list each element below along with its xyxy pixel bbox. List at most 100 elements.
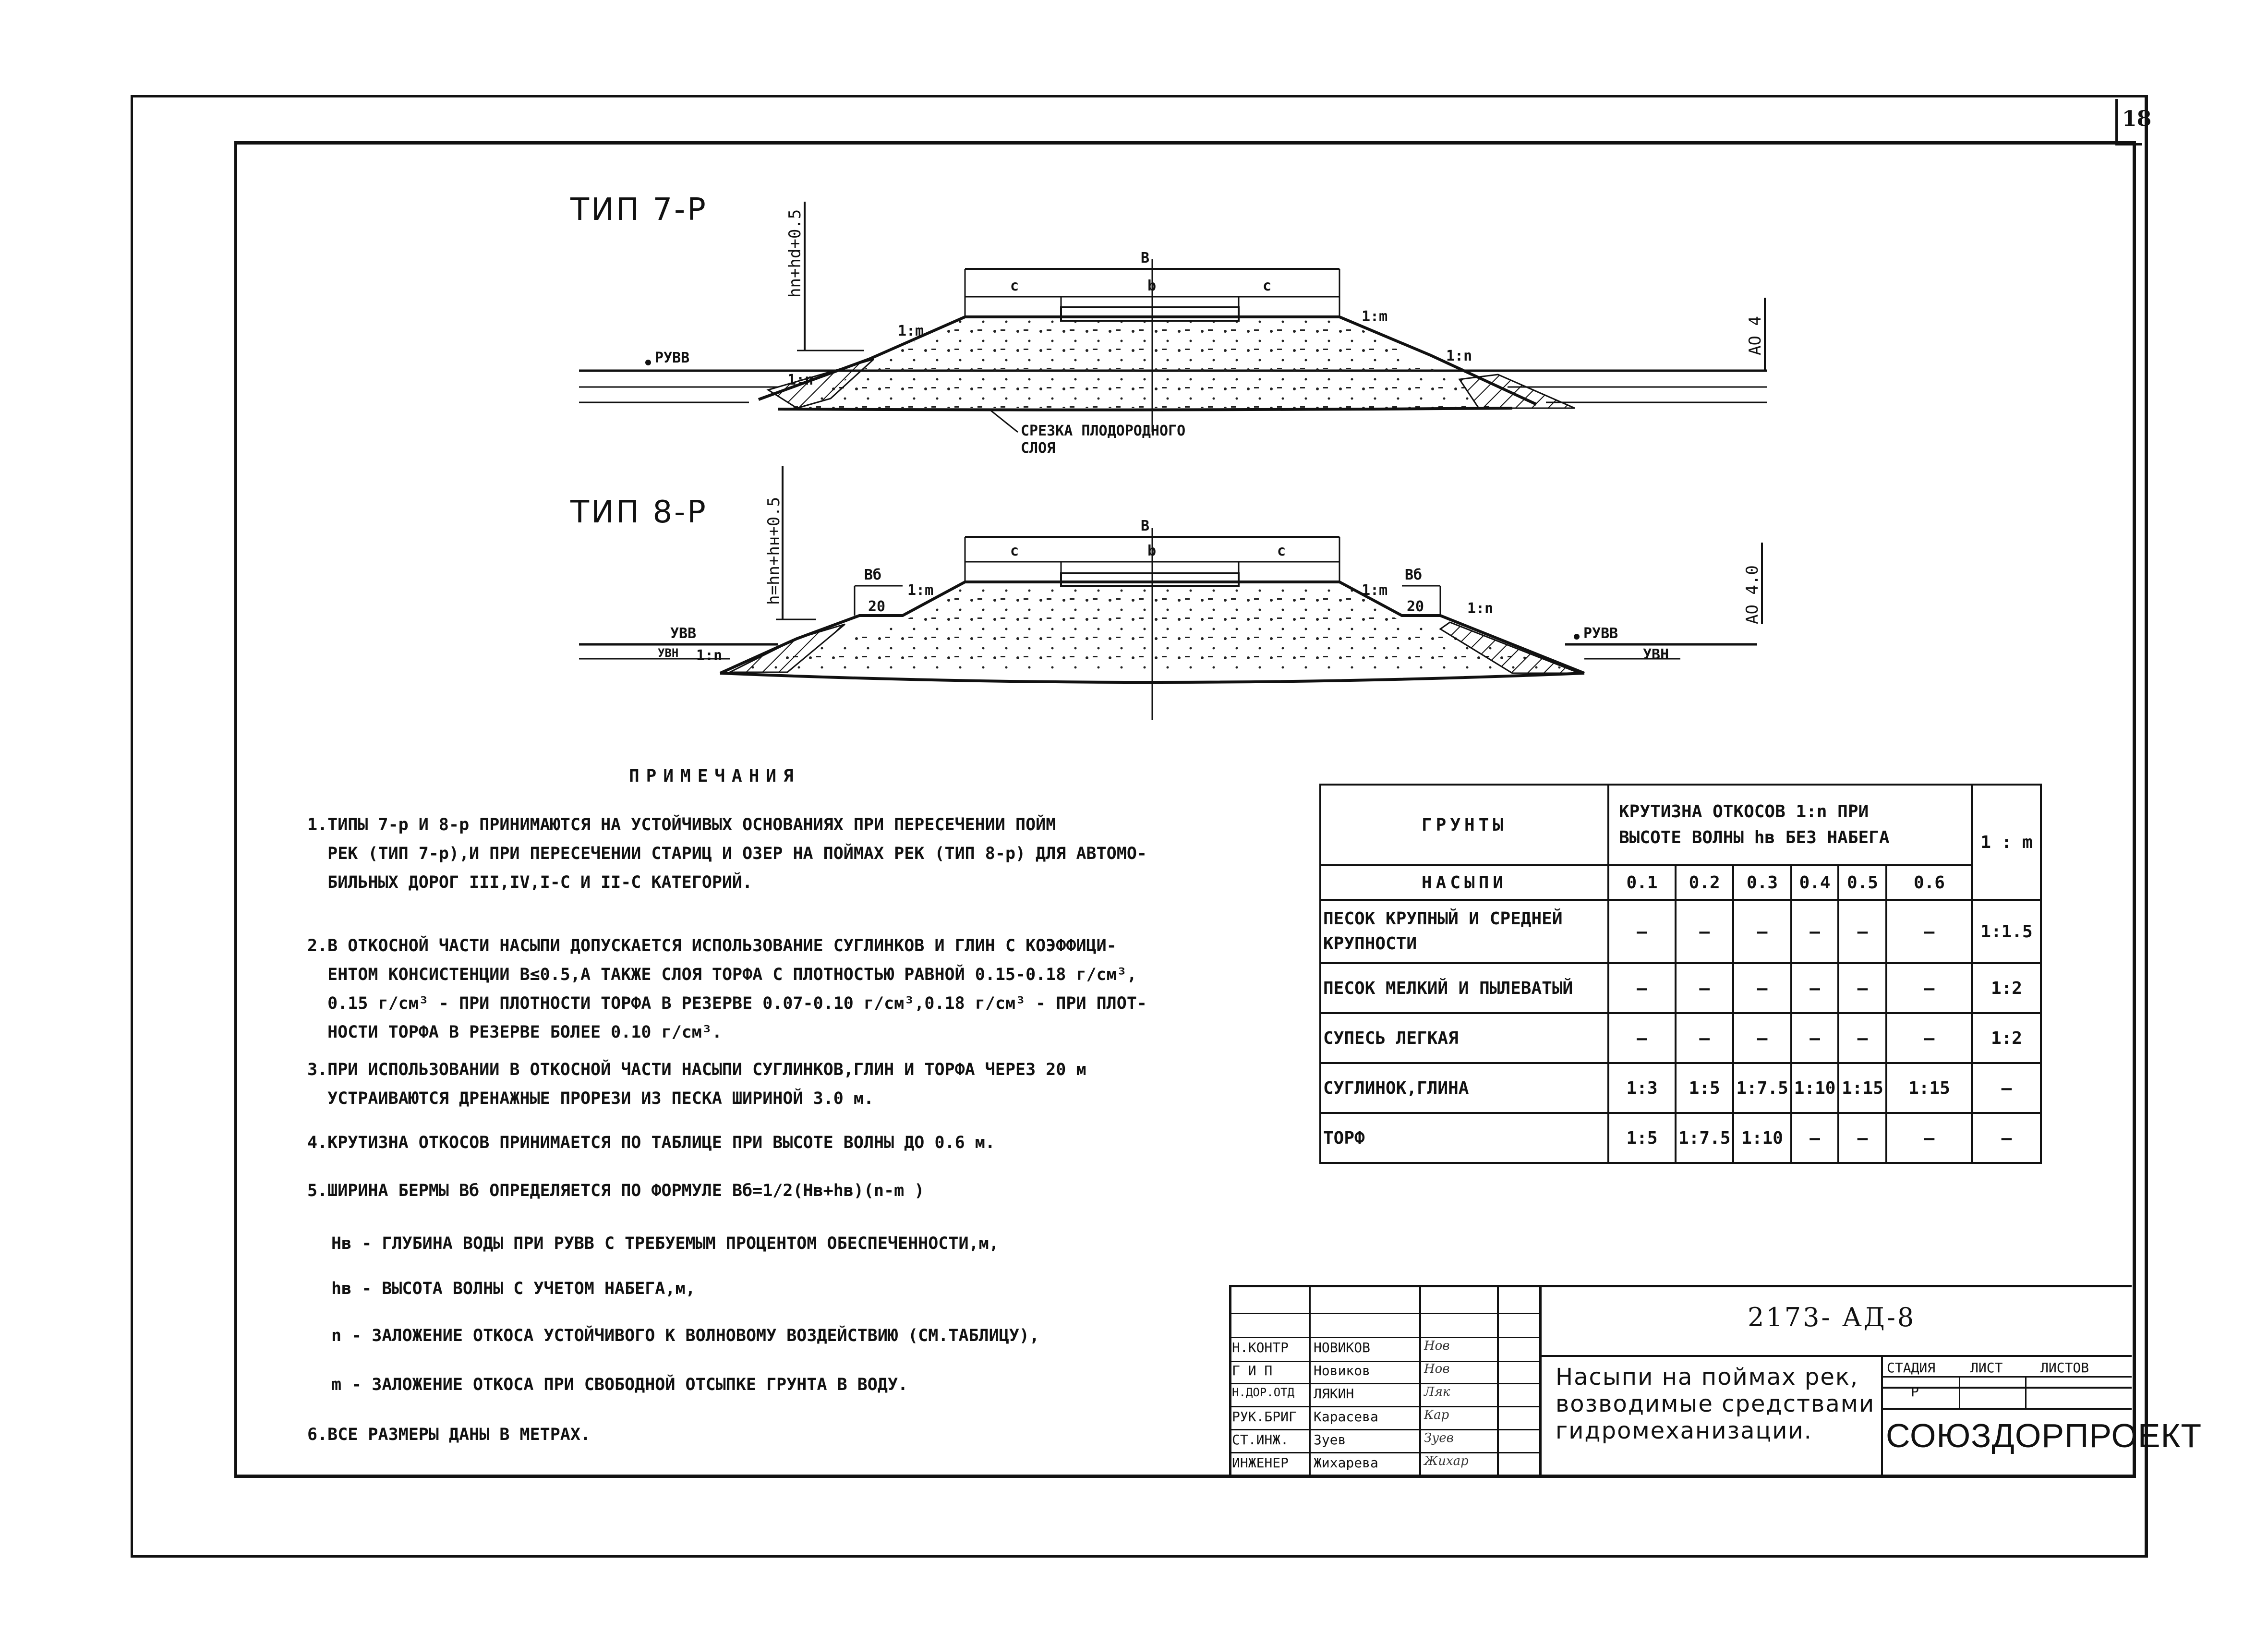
table-cell: — <box>1674 962 1735 1014</box>
table-cell: — <box>1607 1012 1677 1064</box>
sheet-inner-frame <box>234 141 2136 1478</box>
type7-geometry <box>579 202 1767 433</box>
table-cell: — <box>1732 1012 1792 1064</box>
type8-uvv-left: УВВ <box>670 625 697 642</box>
sheet-outer-frame <box>131 95 2148 1558</box>
tb-signature: Нов <box>1424 1362 1450 1376</box>
type7-slope-m-right: 1:m <box>1362 308 1388 325</box>
table-cell: 1:10 <box>1790 1062 1840 1114</box>
type8-berm-h-left: 20 <box>868 598 886 615</box>
tb-line <box>1539 1285 1542 1477</box>
tb-line <box>1229 1285 2132 1287</box>
type7-slope-m-left: 1:m <box>898 323 924 339</box>
type8-geometry <box>579 466 1763 720</box>
type8-seg-c2: c <box>1277 543 1286 559</box>
type8-berm-right: Вб <box>1405 567 1423 583</box>
type7-width-B: B <box>1141 250 1150 266</box>
tb-line <box>1539 1355 2132 1357</box>
table-m-cell: 1:2 <box>1971 1012 2042 1064</box>
tb-line <box>1881 1387 2132 1389</box>
tb-line <box>1959 1376 1960 1408</box>
type8-slope-m-right: 1:m <box>1362 582 1388 599</box>
type8-slope-m-left: 1:m <box>907 582 934 599</box>
table-header-m: 1 : m <box>1971 784 2042 901</box>
tb-role: Н.КОНТР <box>1232 1340 1289 1355</box>
tb-sheet-label: ЛИСТ <box>1970 1360 2003 1376</box>
table-height-col: 0.6 <box>1885 864 1973 901</box>
tb-line <box>1309 1285 1311 1477</box>
table-soil-cell: СУПЕСЬ ЛЕГКАЯ <box>1319 1012 1609 1064</box>
type7-seg-c2: c <box>1263 278 1272 294</box>
note-5c: n - ЗАЛОЖЕНИЕ ОТКОСА УСТОЙЧИВОГО К ВОЛНО… <box>331 1326 1040 1345</box>
organization-name: СОЮЗДОРПРОЕКТ <box>1886 1417 2202 1454</box>
type7-cut-note: СРЕЗКА ПЛОДОРОДНОГО СЛОЯ <box>1021 423 1186 457</box>
table-cell: — <box>1885 899 1973 964</box>
type8-title: ТИП 8-Р <box>570 495 708 530</box>
tb-line <box>1229 1475 2132 1477</box>
tb-line <box>1229 1452 1540 1453</box>
table-m-cell: 1:1.5 <box>1971 899 2042 964</box>
tb-name: ЛЯКИН <box>1314 1386 1354 1402</box>
tb-signature: Зуев <box>1424 1431 1454 1445</box>
table-soil-cell: ТОРФ <box>1319 1112 1609 1164</box>
tb-line <box>1881 1355 1883 1477</box>
tb-line <box>1497 1285 1499 1477</box>
table-row: ТОРФ 1:5 1:7.5 1:10 — — — — <box>1319 1112 2042 1164</box>
table-cell: — <box>1885 962 1973 1014</box>
note-5d: m - ЗАЛОЖЕНИЕ ОТКОСА ПРИ СВОБОДНОЙ ОТСЫП… <box>331 1375 908 1394</box>
table-cell: 1:15 <box>1885 1062 1973 1114</box>
drawing-code: 2173- АД-8 <box>1748 1302 1916 1332</box>
type8-berm-left: Вб <box>864 567 882 583</box>
tb-role: СТ.ИНЖ. <box>1232 1432 1289 1448</box>
type8-seg-c1: c <box>1010 543 1019 559</box>
tb-line <box>1229 1337 1540 1338</box>
table-cell: — <box>1674 1012 1735 1064</box>
tb-signature: Ляк <box>1424 1385 1450 1399</box>
type7-ruvv: РУВВ <box>655 350 690 366</box>
table-cell: — <box>1607 962 1677 1014</box>
table-height-col: 0.5 <box>1837 864 1888 901</box>
table-cell: — <box>1837 1012 1888 1064</box>
tb-name: Жихарева <box>1314 1455 1378 1471</box>
table-cell: 1:7.5 <box>1674 1112 1735 1164</box>
soil-slope-table: ГРУНТЫ КРУТИЗНА ОТКОСОВ 1:n ПРИ ВЫСОТЕ В… <box>1319 784 2042 1164</box>
tb-stage-value: Р <box>1911 1384 1919 1400</box>
tb-role: Н.ДОР.ОТД <box>1232 1386 1295 1399</box>
note-2: 2.В ОТКОСНОЙ ЧАСТИ НАСЫПИ ДОПУСКАЕТСЯ ИС… <box>307 936 1147 1042</box>
type8-seg-b: b <box>1147 543 1157 559</box>
tb-line <box>1419 1285 1421 1477</box>
type8-ruvv-right: РУВВ <box>1583 625 1618 642</box>
tb-line <box>1229 1361 1540 1362</box>
table-row: ПЕСОК КРУПНЫЙ И СРЕДНЕЙ КРУПНОСТИ — — — … <box>1319 899 2042 964</box>
table-header-soil-1: ГРУНТЫ <box>1319 784 1609 866</box>
table-cell: 1:10 <box>1732 1112 1792 1164</box>
tb-role: Г И П <box>1232 1363 1273 1379</box>
table-height-col: 0.3 <box>1732 864 1792 901</box>
tb-name: Карасева <box>1314 1409 1378 1425</box>
note-6: 6.ВСЕ РАЗМЕРЫ ДАНЫ В МЕТРАХ. <box>307 1425 591 1444</box>
type8-height-dim: h=hn+hн+0.5 <box>764 496 784 605</box>
note-5b: hв - ВЫСОТА ВОЛНЫ С УЧЕТОМ НАБЕГА,м, <box>331 1279 696 1298</box>
type7-title: ТИП 7-Р <box>570 192 708 228</box>
type8-slope-n-right: 1:n <box>1467 600 1494 617</box>
sheet-number: 18 <box>2122 107 2152 131</box>
table-soil-cell: ПЕСОК МЕЛКИЙ И ПЫЛЕВАТЫЙ <box>1319 962 1609 1014</box>
table-cell: — <box>1837 1112 1888 1164</box>
note-5a: Нв - ГЛУБИНА ВОДЫ ПРИ РУВВ С ТРЕБУЕМЫМ П… <box>331 1234 999 1253</box>
table-cell: 1:15 <box>1837 1062 1888 1114</box>
tb-role: РУК.БРИГ <box>1232 1409 1297 1425</box>
table-height-col: 0.2 <box>1674 864 1735 901</box>
table-cell: — <box>1732 962 1792 1014</box>
table-height-col: 0.1 <box>1607 864 1677 901</box>
table-cell: — <box>1790 962 1840 1014</box>
table-m-cell: 1:2 <box>1971 962 2042 1014</box>
tb-role: ИНЖЕНЕР <box>1232 1455 1289 1471</box>
tb-line <box>1229 1406 1540 1407</box>
table-row: СУПЕСЬ ЛЕГКАЯ — — — — — — 1:2 <box>1319 1012 2042 1064</box>
tb-stage-label: СТАДИЯ <box>1887 1360 1936 1376</box>
table-cell: — <box>1732 899 1792 964</box>
table-cell: — <box>1607 899 1677 964</box>
type8-uvn-right: УВН <box>1643 646 1669 663</box>
tb-signature: Жихар <box>1424 1454 1469 1468</box>
table-cell: — <box>1885 1112 1973 1164</box>
